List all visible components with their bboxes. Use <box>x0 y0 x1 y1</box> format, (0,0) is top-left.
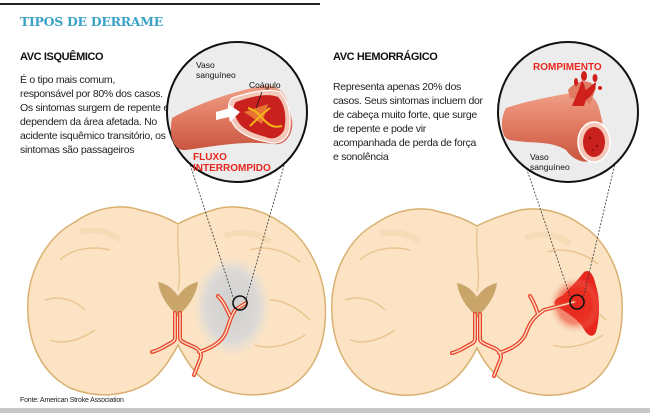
zoom-circle-ischemic: Vaso sanguíneo Coágulo FLUXO INTERROMPID… <box>166 41 308 183</box>
artery-left <box>150 294 248 377</box>
ischemic-heading: AVC ISQUÊMICO <box>20 51 104 63</box>
source-credit: Fonte: American Stroke Association <box>20 397 124 404</box>
bottom-bar <box>0 408 650 413</box>
brain-hemorrhagic <box>331 154 623 396</box>
vessel-label-line1-left: Vaso <box>196 60 215 70</box>
brain-ischemic <box>27 154 327 396</box>
callout-line-left-a <box>186 154 235 301</box>
vessel-label-line2-left: sanguíneo <box>196 70 236 80</box>
callout-line-right-a <box>521 154 572 300</box>
clot-label: Coágulo <box>249 80 281 90</box>
blood-vessel-blocked <box>170 85 293 151</box>
ischemic-description: É o tipo mais comum, responsável por 80%… <box>20 74 169 156</box>
blood-splash-icon <box>572 71 602 106</box>
vessel-label-line1-right: Vaso <box>530 152 549 162</box>
rupture-label: ROMPIMENTO <box>533 62 602 73</box>
flow-label-line1: FLUXO <box>193 152 227 163</box>
callout-line-left-b <box>245 154 288 301</box>
zoom-marker-left <box>232 295 248 311</box>
hemorrhagic-heading: AVC HEMORRÁGICO <box>333 51 438 63</box>
callout-line-right-b <box>582 154 618 300</box>
zoom-marker-right <box>569 294 585 310</box>
zoom-circle-hemorrhagic: ROMPIMENTO Vaso sanguíneo <box>497 41 639 183</box>
ventricle-right <box>457 283 497 318</box>
section-title: TIPOS DE DERRAME <box>20 14 163 29</box>
clot-strand <box>247 107 283 128</box>
artery-right <box>450 294 576 378</box>
flow-label-line2: INTERROMPIDO <box>193 163 271 174</box>
ventricle-left <box>158 282 198 317</box>
ischemic-area <box>194 256 270 356</box>
vessel-label-line2-right: sanguíneo <box>530 162 570 172</box>
flow-arrow-icon <box>216 104 240 122</box>
hemorrhagic-description: Representa apenas 20% dos casos. Seus si… <box>333 81 483 163</box>
top-rule <box>0 3 320 5</box>
blood-vessel-ruptured <box>501 71 611 163</box>
